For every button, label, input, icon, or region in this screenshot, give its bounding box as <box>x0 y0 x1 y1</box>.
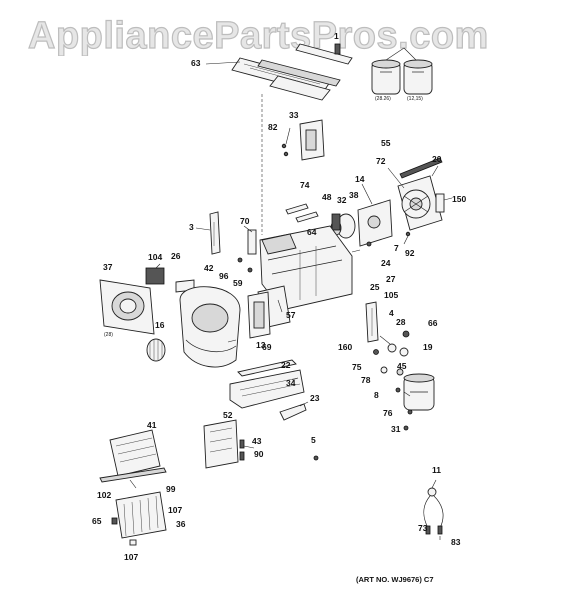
callout-59: 59 <box>233 278 243 288</box>
refrigerant-valves <box>365 301 410 376</box>
callout-78: 78 <box>361 375 371 385</box>
callout-3: 3 <box>189 222 194 232</box>
callout-52: 52 <box>223 410 233 420</box>
callout-105: 105 <box>384 290 398 300</box>
callout-22: 22 <box>281 360 291 370</box>
callout-63: 63 <box>191 58 201 68</box>
callout-16: 16 <box>155 320 165 330</box>
callout-82: 82 <box>268 122 278 132</box>
callout-14: 14 <box>355 174 365 184</box>
callout-34: 34 <box>286 378 296 388</box>
callout-numbers: 63 1 33 82 55 20 72 14 150 74 48 38 32 6… <box>92 31 466 562</box>
callout-13: 13 <box>256 340 266 350</box>
callout-69: 69 <box>262 342 272 352</box>
callout-5: 5 <box>311 435 316 445</box>
callout-64: 64 <box>307 227 317 237</box>
part-69-panel <box>247 291 271 339</box>
callout-72: 72 <box>376 156 386 166</box>
compressor-options <box>371 47 433 95</box>
parts-104-26 <box>145 267 195 293</box>
callout-45: 45 <box>397 361 407 371</box>
callout-20: 20 <box>432 154 442 164</box>
callout-4: 4 <box>389 308 394 318</box>
callout-107-bottom: 107 <box>124 552 138 562</box>
label-compressor-right: (12,15) <box>407 96 423 102</box>
base-pan-assembly <box>229 359 307 421</box>
part-74-brackets <box>285 203 319 223</box>
evaporator-grille <box>203 419 319 469</box>
callout-38: 38 <box>349 190 359 200</box>
callout-42: 42 <box>204 263 214 273</box>
compressor <box>395 373 435 431</box>
callout-32: 32 <box>337 195 347 205</box>
callout-160: 160 <box>338 342 352 352</box>
callout-96: 96 <box>219 271 229 281</box>
label-compressor-left: (28.26) <box>375 96 391 102</box>
callout-8: 8 <box>374 390 379 400</box>
scroll-housing <box>146 286 241 368</box>
callout-24: 24 <box>381 258 391 268</box>
art-number: (ART NO. WJ9676) C7 <box>356 575 434 584</box>
part-33-bracket <box>281 119 325 161</box>
top-rail-assembly <box>231 43 353 235</box>
callout-25: 25 <box>370 282 380 292</box>
leader-lines <box>129 61 453 540</box>
callout-83: 83 <box>451 537 461 547</box>
callout-76: 76 <box>383 408 393 418</box>
capillary-tube <box>423 487 444 535</box>
callout-92: 92 <box>405 248 415 258</box>
evaporator-coil <box>111 491 167 546</box>
callout-19: 19 <box>423 342 433 352</box>
callout-66: 66 <box>428 318 438 328</box>
callout-23: 23 <box>310 393 320 403</box>
blower-housing <box>99 279 155 335</box>
callout-90: 90 <box>254 449 264 459</box>
callout-26: 26 <box>171 251 181 261</box>
callout-107-top: 107 <box>168 505 182 515</box>
callout-28: 28 <box>396 317 406 327</box>
callout-75: 75 <box>352 362 362 372</box>
callout-70: 70 <box>240 216 250 226</box>
callout-48: 48 <box>322 192 332 202</box>
callout-31: 31 <box>391 424 401 434</box>
callout-65: 65 <box>92 516 102 526</box>
callout-11: 11 <box>432 465 441 475</box>
callout-57: 57 <box>286 310 296 320</box>
fan-motor-assembly <box>330 199 411 247</box>
callout-99: 99 <box>166 484 176 494</box>
callout-73: 73 <box>418 523 428 533</box>
condenser-fan-assembly <box>397 157 445 231</box>
callout-104: 104 <box>148 252 162 262</box>
callout-41: 41 <box>147 420 157 430</box>
callout-102: 102 <box>97 490 111 500</box>
callout-36: 36 <box>176 519 186 529</box>
part-3-bracket <box>209 211 221 255</box>
callout-27: 27 <box>386 274 396 284</box>
callout-55: 55 <box>381 138 391 148</box>
callout-74: 74 <box>300 180 310 190</box>
callout-150: 150 <box>452 194 466 204</box>
front-grille <box>99 429 167 483</box>
callout-43: 43 <box>252 436 262 446</box>
callout-1: 1 <box>334 31 339 41</box>
callout-33: 33 <box>289 110 299 120</box>
callout-7: 7 <box>394 243 399 253</box>
label-fan-side: (28) <box>104 332 113 338</box>
callout-37: 37 <box>103 262 113 272</box>
